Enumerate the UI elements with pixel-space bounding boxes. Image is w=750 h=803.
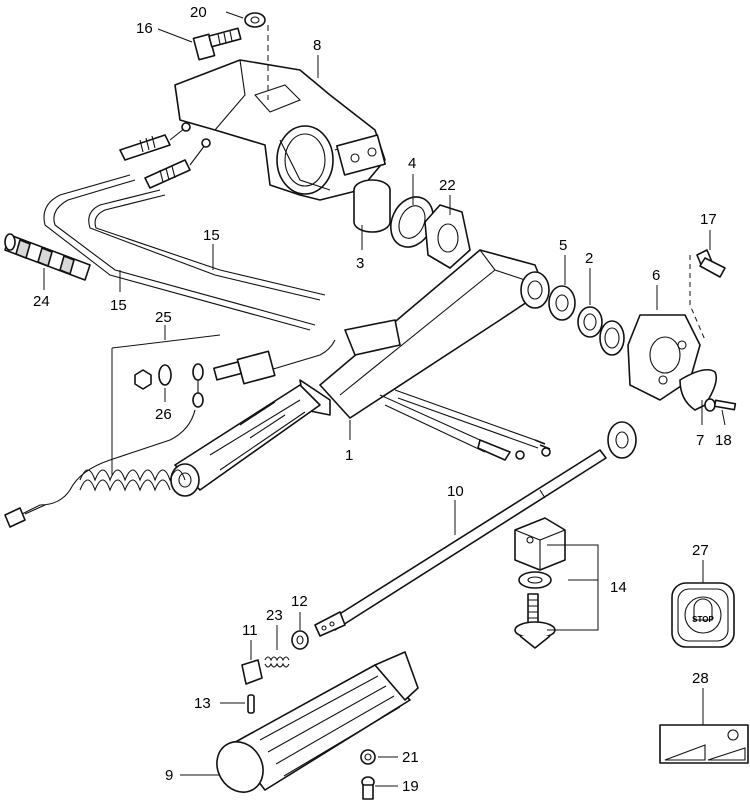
stop-badge-27: STOP xyxy=(671,582,735,648)
callout-28: 28 xyxy=(692,670,709,687)
callout-labels: 20 16 8 4 22 3 5 2 6 17 7 18 1 15 15 24 … xyxy=(33,4,732,795)
callout-5: 5 xyxy=(559,237,567,254)
lanyard-parts-25 xyxy=(111,334,221,475)
callout-15-upper: 15 xyxy=(203,227,220,244)
bolt-16 xyxy=(192,27,242,61)
stop-badge-text: STOP xyxy=(692,615,714,624)
callout-12: 12 xyxy=(291,593,308,610)
throttle-cables-15 xyxy=(43,122,326,331)
callout-19: 19 xyxy=(402,778,419,795)
leader-lines xyxy=(43,11,726,787)
tiller-arm xyxy=(170,249,550,497)
callout-2: 2 xyxy=(585,250,593,267)
callout-21: 21 xyxy=(402,749,419,766)
callout-8: 8 xyxy=(313,37,321,54)
callout-22: 22 xyxy=(439,177,456,194)
callout-27: 27 xyxy=(692,542,709,559)
callout-11: 11 xyxy=(242,622,258,639)
washer-2 xyxy=(577,306,603,338)
callout-7: 7 xyxy=(696,432,704,449)
bolt-17 xyxy=(689,249,726,341)
callout-26: 26 xyxy=(155,406,172,423)
callout-14: 14 xyxy=(610,579,627,596)
callout-16: 16 xyxy=(136,20,153,37)
throttle-grip-9 xyxy=(216,651,419,793)
throttle-shaft-10 xyxy=(314,421,637,637)
callout-4: 4 xyxy=(408,155,416,172)
callout-24: 24 xyxy=(33,293,50,310)
callout-3: 3 xyxy=(356,255,364,272)
callout-13: 13 xyxy=(194,695,211,712)
steering-bracket xyxy=(174,59,386,201)
callout-10: 10 xyxy=(447,483,464,500)
pin-13 xyxy=(247,694,255,714)
lanyard-coil xyxy=(4,409,196,528)
bushing-3 xyxy=(353,179,391,233)
callout-17: 17 xyxy=(700,211,717,228)
callout-9: 9 xyxy=(165,767,173,784)
callout-20: 20 xyxy=(190,4,207,21)
screw-19 xyxy=(361,776,375,800)
stop-switch-wire xyxy=(213,339,336,385)
decal-28 xyxy=(659,724,749,764)
screw-18 xyxy=(704,398,737,412)
part-11-cam xyxy=(241,659,263,685)
collar-12 xyxy=(291,630,309,650)
washer-2b xyxy=(599,320,625,356)
washer-5 xyxy=(548,285,576,321)
spring-23 xyxy=(264,656,290,668)
callout-23: 23 xyxy=(266,607,283,624)
washer-20 xyxy=(244,12,269,100)
throttle-rods xyxy=(379,389,551,461)
callout-6: 6 xyxy=(652,267,660,284)
callout-18: 18 xyxy=(715,432,732,449)
friction-parts-14 xyxy=(514,517,599,649)
callout-1: 1 xyxy=(345,447,353,464)
callout-25: 25 xyxy=(155,309,172,326)
callout-15-lower: 15 xyxy=(110,297,127,314)
lock-washer-21 xyxy=(360,749,376,765)
grip-cover-24 xyxy=(4,233,91,281)
plate-22 xyxy=(424,204,471,269)
